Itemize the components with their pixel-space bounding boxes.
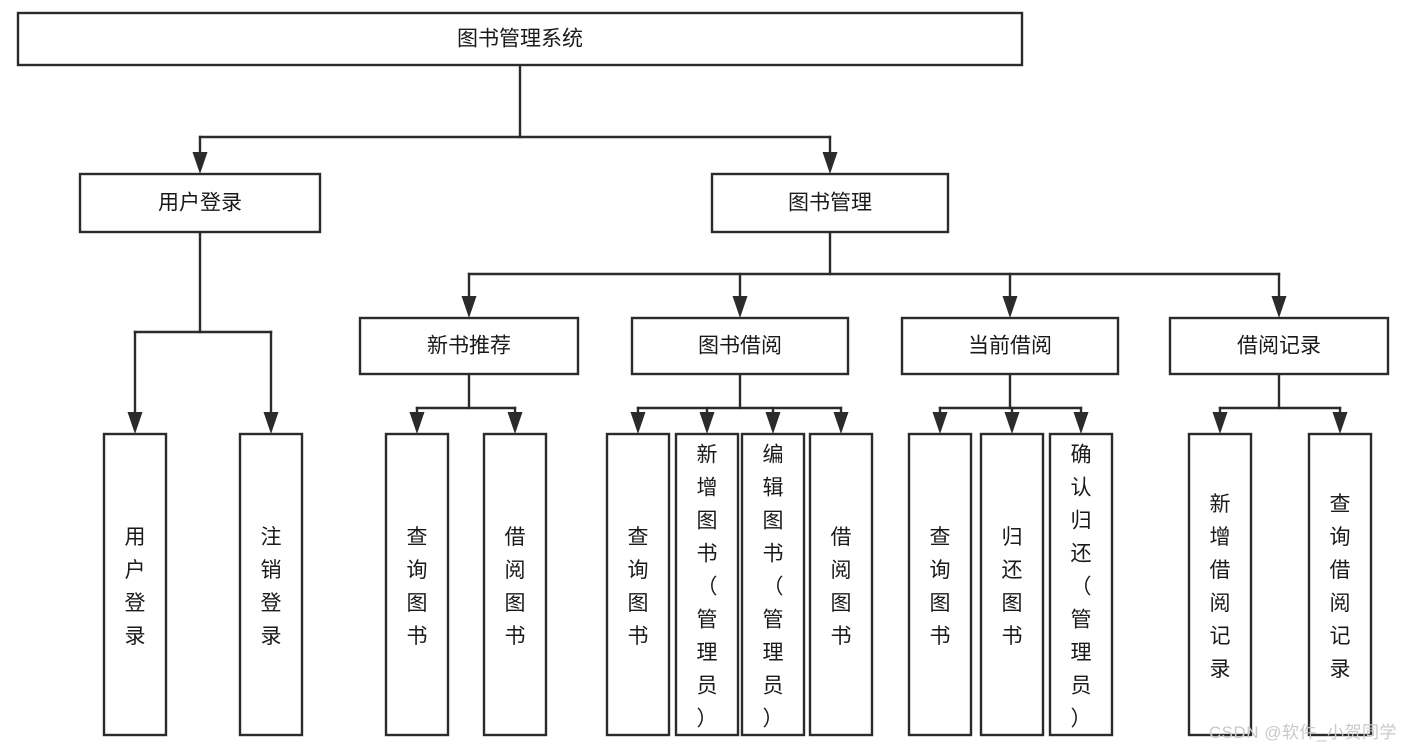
node-label: 图书管理 bbox=[788, 192, 872, 215]
node-user-login[interactable]: 用户登录 bbox=[78, 172, 322, 234]
node-label: 图书管理系统 bbox=[457, 28, 583, 51]
node-leaf-edit-book[interactable]: 编辑图书（管理员） bbox=[740, 432, 806, 737]
node-book-borrow[interactable]: 图书借阅 bbox=[630, 316, 850, 376]
node-current-borrow[interactable]: 当前借阅 bbox=[900, 316, 1120, 376]
node-label: 归还图书 bbox=[1002, 526, 1023, 648]
node-label: 查询图书 bbox=[628, 526, 649, 648]
arrow-head-icon bbox=[833, 412, 849, 434]
node-leaf-user-logout[interactable]: 注销登录 bbox=[238, 432, 304, 737]
node-label: 图书借阅 bbox=[698, 335, 782, 358]
arrow-head-icon bbox=[461, 296, 477, 318]
node-label: 新书推荐 bbox=[427, 335, 511, 358]
node-box[interactable] bbox=[808, 432, 874, 737]
node-root[interactable]: 图书管理系统 bbox=[16, 11, 1024, 67]
node-box[interactable] bbox=[674, 432, 740, 737]
arrow-head-icon bbox=[1002, 296, 1018, 318]
edge-group-book-manage bbox=[461, 230, 1287, 318]
node-box[interactable] bbox=[482, 432, 548, 737]
node-box[interactable] bbox=[78, 172, 322, 234]
node-label: 确认归还（管理员） bbox=[1071, 444, 1092, 731]
arrow-head-icon bbox=[1004, 412, 1020, 434]
arrow-head-icon bbox=[932, 412, 948, 434]
node-label: 查询图书 bbox=[407, 526, 428, 648]
arrow-head-icon bbox=[409, 412, 425, 434]
node-label: 借阅记录 bbox=[1237, 335, 1321, 358]
node-label: 注销登录 bbox=[261, 526, 282, 648]
node-leaf-user-login[interactable]: 用户登录 bbox=[102, 432, 168, 737]
arrow-head-icon bbox=[507, 412, 523, 434]
node-borrow-record[interactable]: 借阅记录 bbox=[1168, 316, 1390, 376]
edge-group-book-borrow bbox=[630, 372, 849, 434]
node-label: 借阅图书 bbox=[831, 526, 852, 648]
edge-group-root bbox=[192, 63, 838, 174]
node-box[interactable] bbox=[1187, 432, 1253, 737]
node-box[interactable] bbox=[16, 11, 1024, 67]
node-box[interactable] bbox=[605, 432, 671, 737]
arrow-head-icon bbox=[1212, 412, 1228, 434]
watermark-text: CSDN @软件_小贺同学 bbox=[1208, 723, 1397, 742]
node-box[interactable] bbox=[102, 432, 168, 737]
node-new-book-rec[interactable]: 新书推荐 bbox=[358, 316, 580, 376]
node-leaf-query-book-1[interactable]: 查询图书 bbox=[384, 432, 450, 737]
node-label: 编辑图书（管理员） bbox=[763, 444, 784, 731]
arrow-head-icon bbox=[127, 412, 143, 434]
node-label: 用户登录 bbox=[125, 526, 146, 648]
node-leaf-confirm-return[interactable]: 确认归还（管理员） bbox=[1048, 432, 1114, 737]
node-box[interactable] bbox=[1168, 316, 1390, 376]
nodes-layer: 图书管理系统用户登录图书管理新书推荐图书借阅当前借阅借阅记录用户登录注销登录查询… bbox=[16, 11, 1390, 737]
node-box[interactable] bbox=[900, 316, 1120, 376]
edge-group-borrow-record bbox=[1212, 372, 1348, 434]
node-leaf-return-book[interactable]: 归还图书 bbox=[979, 432, 1045, 737]
node-box[interactable] bbox=[384, 432, 450, 737]
node-box[interactable] bbox=[740, 432, 806, 737]
arrow-head-icon bbox=[732, 296, 748, 318]
node-label: 借阅图书 bbox=[505, 526, 526, 648]
arrow-head-icon bbox=[699, 412, 715, 434]
node-label: 当前借阅 bbox=[968, 335, 1052, 358]
edge-group-user-login bbox=[127, 230, 279, 434]
node-label: 新增图书（管理员） bbox=[697, 444, 718, 731]
node-box[interactable] bbox=[979, 432, 1045, 737]
node-leaf-add-book[interactable]: 新增图书（管理员） bbox=[674, 432, 740, 737]
edges-layer bbox=[127, 63, 1348, 434]
node-label: 查询借阅记录 bbox=[1330, 493, 1351, 681]
arrow-head-icon bbox=[1073, 412, 1089, 434]
node-leaf-query-book-3[interactable]: 查询图书 bbox=[907, 432, 973, 737]
arrow-head-icon bbox=[263, 412, 279, 434]
edge-group-new-book-rec bbox=[409, 372, 523, 434]
arrow-head-icon bbox=[630, 412, 646, 434]
node-box[interactable] bbox=[907, 432, 973, 737]
node-label: 查询图书 bbox=[930, 526, 951, 648]
node-box[interactable] bbox=[710, 172, 950, 234]
node-box[interactable] bbox=[630, 316, 850, 376]
edge-group-current-borrow bbox=[932, 372, 1089, 434]
node-box[interactable] bbox=[1307, 432, 1373, 737]
arrow-head-icon bbox=[765, 412, 781, 434]
node-box[interactable] bbox=[358, 316, 580, 376]
arrow-head-icon bbox=[1271, 296, 1287, 318]
node-leaf-borrow-book-1[interactable]: 借阅图书 bbox=[482, 432, 548, 737]
node-label: 用户登录 bbox=[158, 192, 242, 215]
arrow-head-icon bbox=[822, 152, 838, 174]
node-leaf-borrow-book-2[interactable]: 借阅图书 bbox=[808, 432, 874, 737]
node-book-manage[interactable]: 图书管理 bbox=[710, 172, 950, 234]
node-box[interactable] bbox=[238, 432, 304, 737]
node-box[interactable] bbox=[1048, 432, 1114, 737]
node-leaf-add-record[interactable]: 新增借阅记录 bbox=[1187, 432, 1253, 737]
node-leaf-query-book-2[interactable]: 查询图书 bbox=[605, 432, 671, 737]
node-label: 新增借阅记录 bbox=[1210, 493, 1231, 681]
arrow-head-icon bbox=[1332, 412, 1348, 434]
arrow-head-icon bbox=[192, 152, 208, 174]
node-leaf-query-record[interactable]: 查询借阅记录 bbox=[1307, 432, 1373, 737]
